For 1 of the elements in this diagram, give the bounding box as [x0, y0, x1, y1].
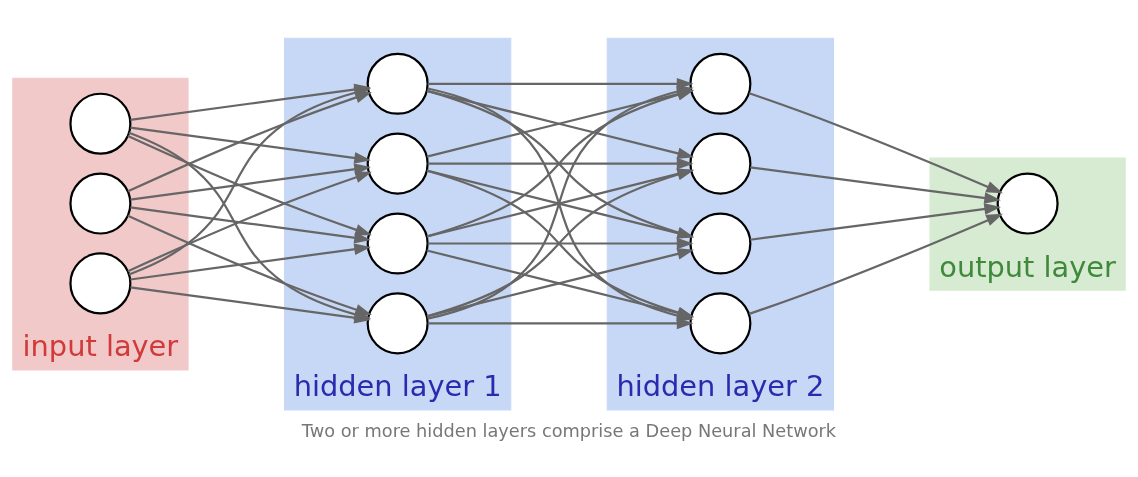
caption: Two or more hidden layers comprise a Deep Neural Network [301, 421, 837, 442]
